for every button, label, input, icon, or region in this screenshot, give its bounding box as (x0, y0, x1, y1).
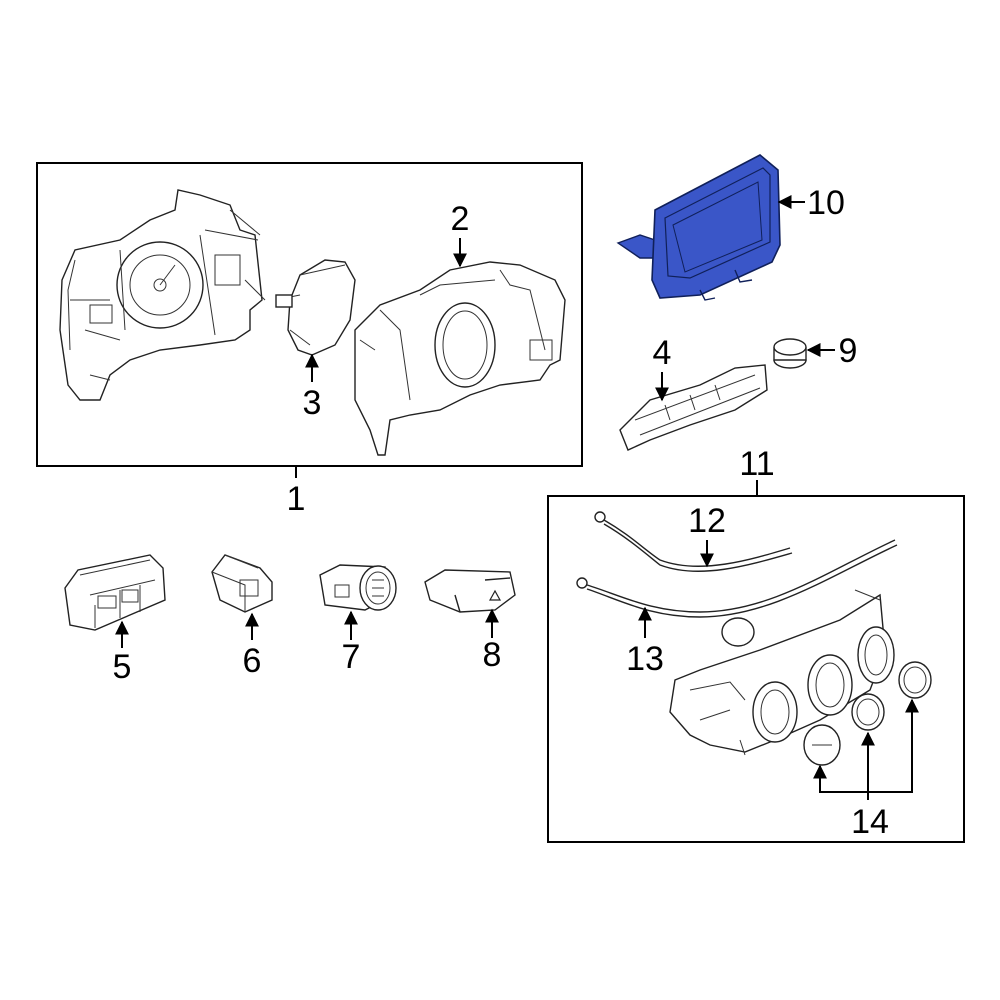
push-start-button[interactable] (319, 564, 397, 611)
callout-4: 4 (653, 334, 672, 372)
climate-knob-left[interactable] (803, 724, 841, 766)
callout-2: 2 (451, 200, 470, 238)
callout-8: 8 (483, 636, 502, 674)
callout-14: 14 (851, 803, 889, 841)
callout-3: 3 (303, 384, 322, 422)
display-mount-bracket (616, 234, 656, 259)
callout-5: 5 (113, 648, 132, 686)
gauge-lens[interactable] (275, 259, 356, 356)
control-cable-upper[interactable] (594, 511, 793, 572)
callout-9: 9 (839, 332, 858, 370)
callout-11: 11 (739, 445, 774, 483)
cluster-group-box (36, 162, 583, 467)
display-unit-highlighted[interactable] (616, 154, 781, 301)
climate-knob-right[interactable] (898, 661, 932, 699)
small-switch[interactable] (211, 554, 273, 613)
small-button-cap[interactable] (773, 338, 807, 369)
control-cable-lower[interactable] (576, 539, 898, 618)
center-switch-panel[interactable] (619, 364, 768, 451)
display-body (651, 154, 781, 299)
climate-control-unit[interactable] (669, 589, 895, 756)
callout-13: 13 (626, 640, 664, 678)
hazard-switch[interactable] (424, 569, 516, 613)
callout-10: 10 (807, 184, 845, 222)
callout-12: 12 (688, 502, 726, 540)
callout-7: 7 (342, 638, 361, 676)
cluster-front-bezel[interactable] (354, 261, 566, 456)
climate-knob-center[interactable] (851, 693, 885, 731)
callout-6: 6 (243, 642, 262, 680)
switch-block[interactable] (64, 554, 166, 631)
callout-1: 1 (287, 480, 306, 518)
cluster-rear-housing[interactable] (59, 189, 266, 401)
